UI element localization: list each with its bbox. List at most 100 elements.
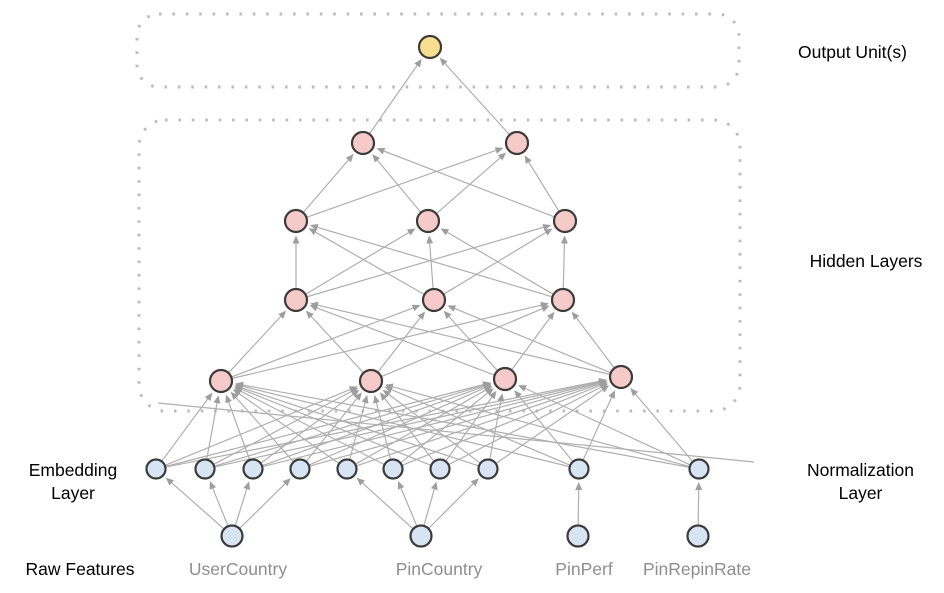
edge [234,384,479,467]
hidden-node [358,368,384,394]
edge [449,383,609,465]
edge [447,305,611,373]
edge [445,390,497,461]
embedding-normalization-node [194,458,216,480]
edge [373,395,392,459]
embedding-normalization-node [242,458,264,480]
hidden-layers-label: Hidden Layers [809,251,923,271]
raw-feature-node [409,524,433,548]
raw-features-label: Raw Features [25,559,135,579]
edge [209,481,229,526]
edge [381,305,550,377]
embedding-normalization-node [145,458,167,480]
edge [382,389,480,464]
edge [166,381,491,467]
normalization-layer-label: Normalization Layer [807,460,914,503]
edge [436,152,507,214]
edge [235,382,569,468]
edge [309,304,494,376]
embedding-normalization-node [477,458,499,480]
feature-label-pinperf: PinPerf [555,559,613,579]
edge [582,390,615,460]
hidden-node [504,130,530,156]
edge [397,480,418,526]
embedding-normalization-node [382,458,404,480]
hidden-node [552,208,578,234]
edge [233,387,384,465]
edge [239,478,291,529]
feature-label-pincountry: PinCountry [395,559,483,579]
hidden-node [421,287,447,313]
edge [524,155,560,212]
feature-label-usercountry: UserCountry [188,559,288,579]
edge [376,147,555,218]
edge [426,235,434,289]
hidden-node [283,208,309,234]
edge [439,57,510,135]
raw-feature-node [566,524,590,548]
hidden-node [492,366,518,392]
edge [228,310,287,373]
edge [496,385,610,464]
output-units-label: Output Unit(s) [798,42,907,62]
edge [232,301,549,379]
embedding-layer-label: Embedding Layer [28,460,118,503]
edge [206,395,221,459]
raw-feature-node [686,524,710,548]
edge [232,304,421,378]
edge [369,58,422,134]
hidden-node [283,287,309,313]
nodes [145,34,710,548]
hidden-node [415,208,441,234]
hidden-node [550,287,576,313]
edge [518,385,690,466]
edge [305,228,416,295]
embedding-normalization-node [289,458,311,480]
edge [307,223,552,298]
edge [560,235,568,289]
edge [232,389,339,464]
output-node [417,34,443,60]
raw-feature-node [220,524,244,548]
edge [356,477,413,529]
edge [514,390,573,462]
hidden-node [608,364,634,390]
edge [161,392,213,461]
edge [310,301,610,375]
stray-edge [157,402,755,463]
edge [571,311,615,368]
edge [307,147,504,218]
embedding-normalization-node [336,458,358,480]
edge [630,388,693,462]
embedding-normalization-node [568,458,590,480]
edge [305,310,364,373]
edge [377,311,426,372]
edges [157,57,755,529]
edge [372,154,421,213]
edge [308,228,424,295]
edge [234,481,251,526]
edge [166,377,607,468]
hidden-layers-dotted-box [137,118,742,413]
embedding-normalization-node [688,458,710,480]
edge [428,478,479,529]
edge [384,386,570,466]
edge [230,391,294,462]
edge [402,382,608,466]
embedding-normalization-node [429,458,451,480]
edge [695,481,703,525]
hidden-node [208,368,234,394]
edge [225,394,250,460]
edge [385,383,690,467]
hidden-node [350,130,376,156]
edge [234,386,431,466]
edge [575,481,583,525]
edge [440,228,553,295]
edge [309,224,552,298]
edge [263,379,607,468]
edge [423,481,438,526]
edge [400,388,494,463]
feature-label-pinrepinrate: PinRepinRate [643,559,751,579]
